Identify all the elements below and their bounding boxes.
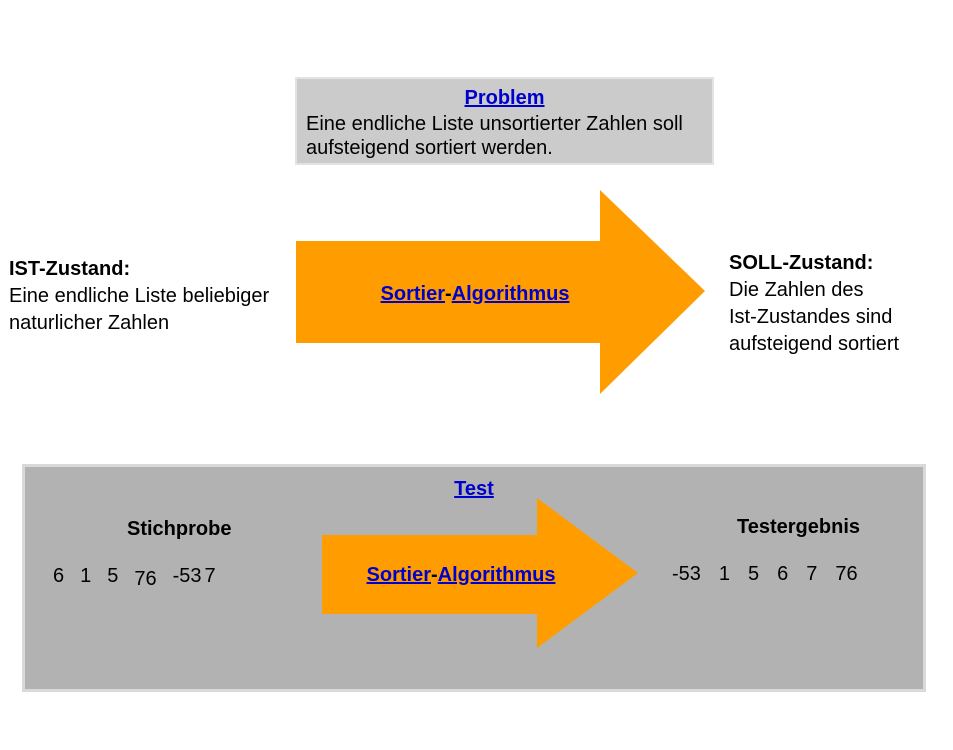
- main-right-arrow-shape: [296, 190, 705, 394]
- algorithm-label-hyphen-test: -: [431, 564, 438, 586]
- test-box: Test Stichprobe 6 1 5 76 -53 7 Sortier-A…: [22, 464, 926, 692]
- algorithm-label-hyphen: -: [445, 283, 452, 305]
- soll-state-line3: aufsteigend sortiert: [729, 333, 900, 355]
- algorithmus-link[interactable]: Algorithmus: [451, 283, 570, 305]
- sample-value: 7: [204, 565, 216, 587]
- result-values-row: -53 1 5 6 7 76: [672, 563, 858, 586]
- test-right-arrow-icon: [322, 498, 638, 648]
- result-value: 6: [777, 563, 789, 585]
- algorithmus-link-test[interactable]: Algorithmus: [437, 564, 556, 586]
- sortier-link-test[interactable]: Sortier: [366, 564, 431, 586]
- main-right-arrow-icon: [296, 190, 705, 394]
- soll-state-line1: Die Zahlen des: [729, 279, 864, 301]
- soll-state-line2: Ist-Zustandes sind: [729, 306, 893, 328]
- problem-box: Problem Eine endliche Liste unsortierter…: [295, 77, 714, 165]
- ist-state-line1: Eine endliche Liste beliebiger: [9, 285, 270, 307]
- result-value: 7: [806, 563, 818, 585]
- result-value: 1: [718, 563, 731, 585]
- sample-value: -53: [172, 565, 202, 587]
- test-right-arrow-shape: [322, 498, 638, 648]
- sortier-link[interactable]: Sortier: [380, 283, 445, 305]
- sample-label: Stichprobe: [127, 518, 232, 540]
- ist-state-title: IST-Zustand:: [9, 258, 131, 280]
- sample-value: 5: [107, 565, 119, 587]
- result-value: 5: [748, 563, 760, 585]
- sample-value: 6: [53, 565, 65, 587]
- sample-value: 1: [80, 565, 92, 587]
- main-arrow-label: Sortier-Algorithmus: [296, 283, 654, 306]
- sample-value: 76: [134, 568, 157, 590]
- ist-state-block: IST-Zustand: Eine endliche Liste beliebi…: [9, 256, 269, 337]
- ist-state-line2: naturlicher Zahlen: [9, 312, 170, 334]
- soll-state-title: SOLL-Zustand:: [729, 252, 874, 274]
- result-label: Testergebnis: [737, 516, 860, 538]
- soll-state-block: SOLL-Zustand: Die Zahlen des Ist-Zustand…: [729, 250, 899, 358]
- test-arrow-label: Sortier-Algorithmus: [322, 564, 600, 587]
- result-value: 76: [835, 563, 858, 585]
- result-value: -53: [672, 563, 701, 585]
- sample-values-row: 6 1 5 76 -53 7: [53, 565, 216, 590]
- test-link[interactable]: Test: [454, 478, 494, 500]
- problem-link[interactable]: Problem: [464, 87, 545, 109]
- problem-description: Eine endliche Liste unsortierter Zahlen …: [306, 113, 683, 159]
